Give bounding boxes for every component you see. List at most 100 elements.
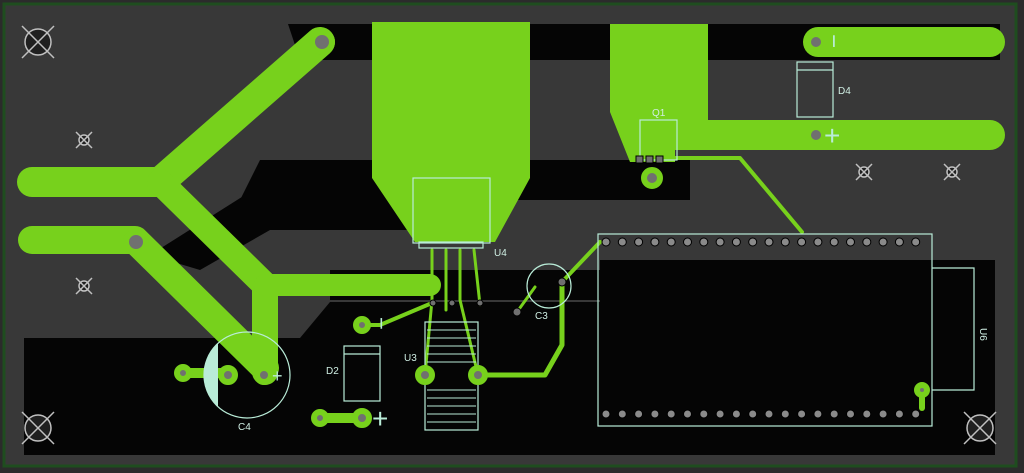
u6-header-pin	[617, 409, 627, 419]
u6-header-pin	[862, 237, 872, 247]
pad-u4-bottom-2	[448, 299, 456, 307]
u6-header-pin	[650, 237, 660, 247]
x-cross-hole-icon	[21, 25, 55, 59]
u6-header-pin	[731, 237, 741, 247]
x-cross-hole-icon	[943, 163, 961, 181]
u6-header-pin	[813, 237, 823, 247]
u6-header-pin	[617, 237, 627, 247]
u6-header-pin	[683, 237, 692, 247]
u6-header-pin	[731, 409, 741, 419]
u6-header-pin	[699, 237, 709, 247]
u6-header-pin	[829, 409, 839, 419]
trace-u4-pin3	[458, 248, 480, 377]
u6-header-pin	[878, 237, 888, 247]
pad-u4-bottom-1	[429, 299, 437, 307]
u6-header-pin	[748, 409, 758, 419]
label-u4: U4	[494, 248, 507, 259]
u6-header-pin	[813, 409, 823, 419]
pad-d4-plus	[805, 124, 827, 146]
pad-mid-left	[123, 229, 149, 255]
u6-header-pin	[846, 409, 855, 419]
pad-u3-right	[468, 365, 488, 385]
d4-minus-mark: −	[820, 34, 847, 48]
minus-left-mark: −	[369, 317, 394, 330]
u6-header-pin	[650, 409, 660, 419]
u6-header-pin	[764, 237, 774, 247]
pad-c3-left	[512, 307, 522, 317]
trace-u4-pin4	[472, 248, 482, 307]
component-labels: Q1 D4 U4 U3 C3 D2 C4 U6	[238, 86, 988, 433]
x-cross-hole-icon	[75, 131, 93, 149]
label-u6: U6	[977, 328, 988, 341]
label-c4: C4	[238, 422, 251, 433]
u6-top-pin-row	[601, 237, 921, 247]
label-d2: D2	[326, 366, 339, 377]
pad-q1	[641, 167, 663, 189]
u6-header-pin	[862, 409, 872, 419]
u6-header-pin	[878, 409, 888, 419]
u4-outline	[412, 177, 491, 244]
trace-c3-left	[515, 285, 537, 314]
x-cross-hole-icon	[75, 277, 93, 295]
trace-q1-u6	[648, 156, 804, 234]
trace-u3-right	[475, 279, 565, 378]
pad-u3-left	[415, 365, 435, 385]
u6-connector	[932, 267, 975, 391]
mounting-holes	[21, 25, 997, 445]
u6-header-pin	[666, 237, 676, 247]
pad-d2-bottom	[352, 408, 372, 428]
u6-header-pin	[601, 409, 611, 419]
d4-plus-mark: +	[824, 120, 840, 151]
q1-pad-1	[635, 155, 644, 164]
u6-header-pin	[797, 237, 807, 247]
small-pads	[429, 155, 664, 317]
label-u3: U3	[404, 353, 417, 364]
c4-polarity-fill	[203, 343, 218, 407]
x-cross-hole-icon	[963, 411, 997, 445]
q1-pad-3	[655, 155, 664, 164]
pad-minus-left	[353, 316, 371, 334]
pad-c4-trace	[174, 364, 192, 382]
pour-u4-heatsink	[372, 22, 530, 242]
u6-header-pin	[715, 409, 725, 419]
u6-header-pin	[846, 237, 855, 247]
pad-c4-right	[254, 365, 274, 385]
u6-header-pin	[780, 237, 790, 247]
u6-header-pin	[764, 409, 774, 419]
label-q1: Q1	[652, 108, 666, 119]
pad-c3-right	[557, 277, 567, 287]
silkscreen-outlines	[203, 61, 975, 431]
u6-header-pin	[699, 409, 709, 419]
u6-bottom-pin-row	[601, 409, 921, 419]
u6-header-pin	[894, 409, 904, 419]
u3-hatching	[427, 329, 476, 423]
pad-top-left	[309, 29, 335, 55]
label-c3: C3	[535, 311, 548, 322]
label-d4: D4	[838, 86, 851, 97]
u6-header-pin	[715, 237, 725, 247]
x-cross-hole-icon	[855, 163, 873, 181]
c3-outline	[526, 263, 572, 309]
plus-bottom-mark: +	[372, 403, 388, 434]
polarity-markings: − + + − +	[272, 34, 847, 434]
u6-header-pin	[601, 237, 611, 247]
q1-pad-2	[645, 155, 654, 164]
pad-d4-minus	[805, 31, 827, 53]
pad-c4-left	[218, 365, 238, 385]
u6-header-pin	[666, 409, 676, 419]
u4-pin-header	[418, 241, 484, 249]
pad-u6-pin	[914, 382, 930, 398]
dark-region-bottom	[24, 260, 995, 455]
u6-outline	[597, 233, 933, 427]
d2-outline	[343, 345, 381, 402]
through-hole-pads	[123, 29, 930, 428]
u6-header-pin	[911, 409, 921, 419]
pad-d2-trace	[311, 409, 329, 427]
u6-header-pin	[797, 409, 807, 419]
u6-header-pin	[780, 409, 790, 419]
u6-header-pin	[829, 237, 839, 247]
pour-q1	[610, 24, 818, 162]
u6-header-pin	[748, 237, 758, 247]
u6-header-pin	[683, 409, 692, 419]
